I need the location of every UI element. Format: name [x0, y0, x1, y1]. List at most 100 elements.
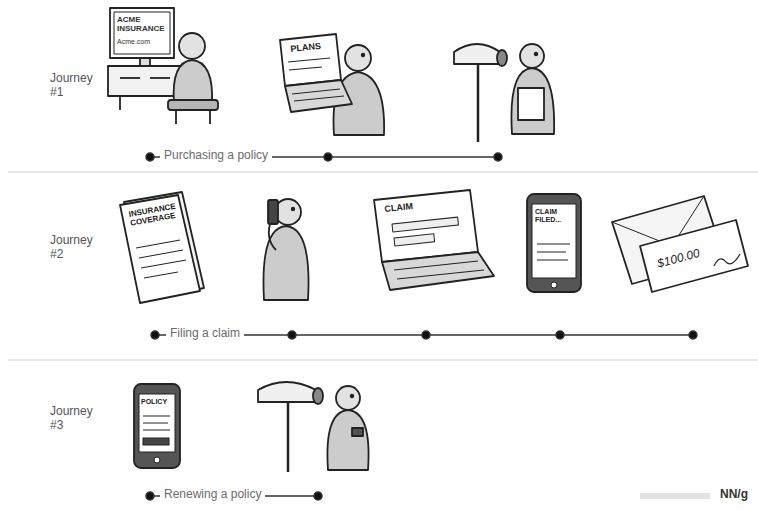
coverage-booklet-sketch-part	[136, 240, 180, 248]
mailbox-sketch	[454, 44, 507, 142]
claim-laptop-sketch-part	[382, 252, 494, 290]
laptop-user-sketch	[280, 34, 384, 135]
journey-timeline-part	[556, 331, 564, 339]
journey-timeline-part	[288, 331, 296, 339]
mailbox-sketch-part	[313, 388, 323, 404]
laptop-user-sketch-part	[280, 34, 341, 86]
coverage-booklet-sketch	[120, 192, 204, 303]
row-separator-part	[8, 172, 758, 173]
tablet-sketch-part	[537, 244, 570, 245]
phone-caller-sketch-part	[263, 226, 308, 300]
claim-laptop-sketch-part	[397, 270, 484, 279]
journey-timeline-part	[151, 331, 159, 339]
desktop-user-sketch-part	[119, 96, 121, 110]
mailbox-sketch-part	[454, 44, 500, 64]
desktop-user-sketch-part	[114, 12, 170, 54]
tablet-sketch-part	[537, 252, 566, 253]
journey-timeline-part	[146, 153, 154, 161]
mailbox-sketch-part	[287, 400, 290, 472]
timeline-label: Purchasing a policy	[160, 149, 272, 163]
brand-mark: NN/g	[720, 488, 748, 502]
person-with-card-sketch	[327, 386, 368, 470]
phone-caller-sketch	[263, 199, 308, 300]
smartphone-sketch-part	[143, 430, 170, 431]
smartphone-sketch-part	[139, 394, 175, 452]
tablet-sketch-part	[527, 194, 581, 292]
screen-text: POLICY	[141, 398, 167, 406]
person-with-letter-sketch-part	[520, 44, 544, 68]
coverage-booklet-sketch-part	[144, 272, 178, 278]
desktop-user-sketch-part	[174, 60, 213, 104]
mailbox-sketch-part	[258, 382, 316, 402]
row-separator-part	[8, 360, 758, 361]
coverage-booklet-sketch-part	[120, 195, 200, 303]
laptop-user-sketch-part	[289, 67, 322, 70]
smartphone-sketch-part	[134, 384, 180, 468]
desktop-user-sketch-part	[168, 100, 218, 110]
laptop-user-sketch-part	[294, 96, 344, 101]
envelope-check-sketch-part	[640, 220, 748, 292]
phone-caller-sketch-part	[292, 208, 295, 211]
timeline-label: Renewing a policy	[160, 488, 265, 502]
phone-caller-sketch-part	[269, 224, 276, 250]
person-with-card-sketch-part	[351, 395, 354, 398]
tablet-sketch-part	[537, 260, 568, 261]
screen-text: ACME INSURANCE	[117, 15, 169, 33]
claim-laptop-sketch-part	[392, 217, 458, 232]
journey-label: Journey #3	[50, 405, 98, 433]
person-with-card-sketch-part	[352, 428, 363, 436]
journey-timeline-part	[689, 331, 697, 339]
journey-timeline-part	[422, 331, 430, 339]
journey-timeline-part	[494, 153, 502, 161]
claim-laptop-sketch-part	[394, 234, 435, 246]
screen-text: CLAIM FILED...	[535, 208, 573, 224]
desktop-user-sketch-part	[108, 66, 182, 96]
smartphone-sketch-part	[154, 457, 160, 463]
desktop-user-sketch-part	[110, 8, 174, 58]
journey-timeline-part	[146, 492, 154, 500]
person-with-letter-sketch-part	[535, 53, 538, 56]
desktop-user-sketch	[108, 8, 218, 124]
claim-laptop-sketch	[374, 190, 494, 290]
timeline-label: Filing a claim	[166, 327, 244, 341]
tablet-sketch-part	[532, 204, 576, 278]
row-separator	[8, 172, 758, 360]
desktop-user-sketch-part	[120, 77, 140, 79]
smartphone-sketch	[134, 384, 180, 468]
desktop-user-sketch-part	[140, 58, 150, 66]
laptop-user-sketch-part	[288, 58, 330, 62]
person-with-card-sketch-part	[327, 410, 368, 470]
smartphone-sketch-part	[143, 416, 170, 417]
smartphone-sketch-part	[143, 438, 169, 445]
desktop-user-sketch-part	[175, 110, 177, 124]
tablet-sketch	[527, 194, 581, 292]
envelope-check-sketch	[612, 196, 748, 292]
blurred-credit-bar-part	[640, 493, 710, 499]
claim-laptop-sketch-part	[374, 190, 478, 262]
tablet-sketch-part	[551, 282, 557, 288]
journey-timeline-part	[314, 492, 322, 500]
coverage-booklet-sketch-part	[139, 250, 183, 258]
laptop-user-sketch-part	[292, 89, 340, 94]
journey-label: Journey #2	[50, 234, 98, 262]
desktop-user-sketch-part	[150, 77, 170, 79]
mailbox-sketch-part	[497, 50, 507, 66]
desktop-user-sketch-part	[179, 33, 205, 59]
claim-laptop-sketch-part	[394, 261, 478, 270]
smartphone-sketch-part	[143, 423, 168, 424]
person-with-letter-sketch-part	[518, 88, 544, 120]
desktop-user-sketch-part	[209, 110, 211, 124]
laptop-user-sketch-part	[285, 80, 352, 112]
journey-label: Journey #1	[50, 72, 98, 100]
screen-text: Acme.com	[117, 38, 150, 46]
phone-caller-sketch-part	[268, 200, 278, 224]
blurred-credit-bar	[640, 493, 710, 499]
person-with-card-sketch-part	[336, 386, 360, 410]
laptop-user-sketch-part	[345, 45, 371, 71]
mailbox-sketch-part	[477, 62, 480, 142]
journey-timeline-part	[324, 153, 332, 161]
coverage-booklet-sketch-part	[141, 260, 186, 268]
envelope-check-sketch-part	[714, 254, 740, 266]
